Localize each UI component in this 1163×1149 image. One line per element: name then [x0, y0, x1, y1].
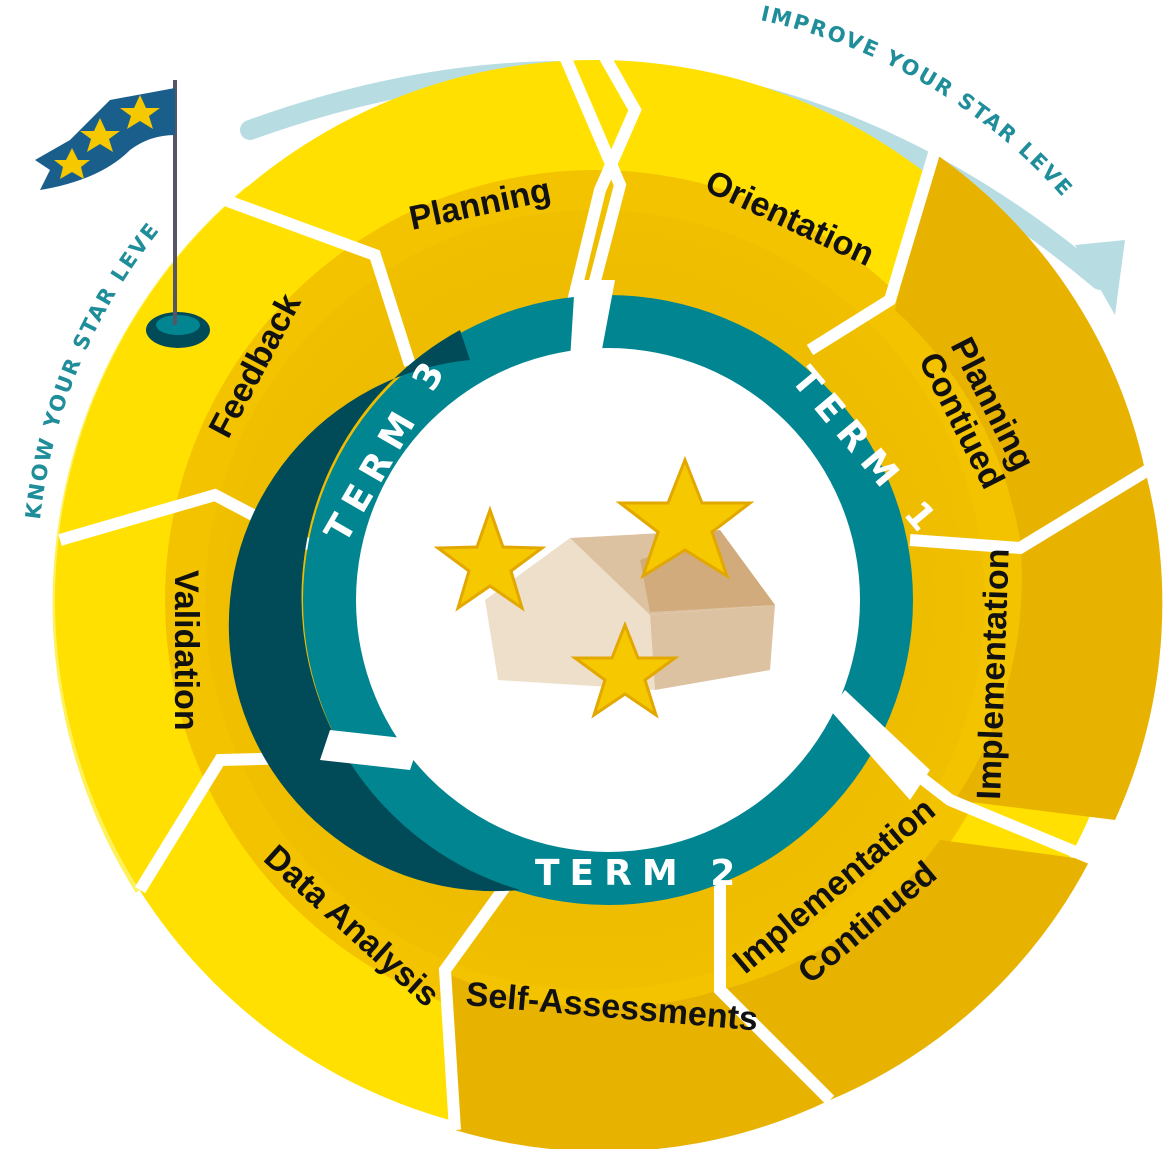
house-icon — [485, 530, 775, 690]
star-icon-left — [433, 505, 547, 612]
star-icon-bottom — [570, 620, 680, 719]
segment-label-validation: Validation — [167, 570, 205, 731]
star-flag-icon — [35, 80, 210, 348]
star-icon-top — [615, 455, 755, 580]
segment-label-implementation: Implementation — [970, 548, 1017, 800]
term-2-label: TERM 2 — [535, 853, 745, 894]
